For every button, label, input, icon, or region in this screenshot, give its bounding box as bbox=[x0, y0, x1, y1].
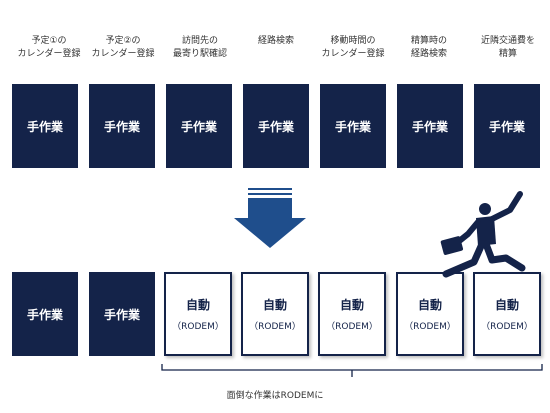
auto-rodem-box: 自動 （RODEM） bbox=[318, 272, 386, 356]
manual-work-box: 手作業 bbox=[89, 272, 155, 356]
step-label: 訪問先の 最寄り駅確認 bbox=[172, 36, 227, 59]
step-label: 精算時の 経路検索 bbox=[410, 36, 447, 59]
step-label: 予定①の カレンダー登録 bbox=[17, 36, 81, 59]
step-label: 予定②の カレンダー登録 bbox=[91, 36, 155, 59]
auto-title: 自動 bbox=[417, 298, 442, 312]
step-label: 近隣交通費を 精算 bbox=[480, 36, 535, 59]
auto-title: 自動 bbox=[262, 298, 287, 312]
running-businessman-icon bbox=[440, 191, 526, 278]
manual-work-box: 手作業 bbox=[166, 84, 232, 168]
manual-work-box: 手作業 bbox=[397, 84, 463, 168]
auto-title: 自動 bbox=[185, 298, 210, 312]
manual-work-box: 手作業 bbox=[474, 84, 540, 168]
auto-rodem-box: 自動 （RODEM） bbox=[473, 272, 541, 356]
auto-subtitle: （RODEM） bbox=[249, 322, 301, 332]
step-label: 経路検索 bbox=[257, 36, 294, 46]
auto-subtitle: （RODEM） bbox=[404, 322, 456, 332]
auto-title: 自動 bbox=[494, 298, 519, 312]
box-label: 手作業 bbox=[26, 119, 63, 134]
manual-work-box: 手作業 bbox=[12, 84, 78, 168]
box-label: 手作業 bbox=[334, 119, 371, 134]
auto-rodem-box: 自動 （RODEM） bbox=[164, 272, 232, 356]
step-label: 移動時間の カレンダー登録 bbox=[321, 36, 385, 59]
manual-work-box: 手作業 bbox=[243, 84, 309, 168]
box-label: 手作業 bbox=[103, 307, 140, 322]
manual-work-box: 手作業 bbox=[320, 84, 386, 168]
box-label: 手作業 bbox=[257, 119, 294, 134]
bracket-icon bbox=[161, 364, 543, 377]
auto-subtitle: （RODEM） bbox=[481, 322, 533, 332]
box-label: 手作業 bbox=[411, 119, 448, 134]
auto-rodem-box: 自動 （RODEM） bbox=[396, 272, 464, 356]
manual-work-box: 手作業 bbox=[89, 84, 155, 168]
box-label: 手作業 bbox=[103, 119, 140, 134]
auto-subtitle: （RODEM） bbox=[172, 322, 224, 332]
box-label: 手作業 bbox=[488, 119, 525, 134]
box-label: 手作業 bbox=[26, 307, 63, 322]
auto-subtitle: （RODEM） bbox=[326, 322, 378, 332]
down-arrow-icon bbox=[234, 188, 306, 248]
box-label: 手作業 bbox=[180, 119, 217, 134]
caption: 面倒な作業はRODEMに bbox=[226, 391, 324, 401]
manual-work-box: 手作業 bbox=[12, 272, 78, 356]
auto-title: 自動 bbox=[339, 298, 364, 312]
auto-rodem-box: 自動 （RODEM） bbox=[241, 272, 309, 356]
